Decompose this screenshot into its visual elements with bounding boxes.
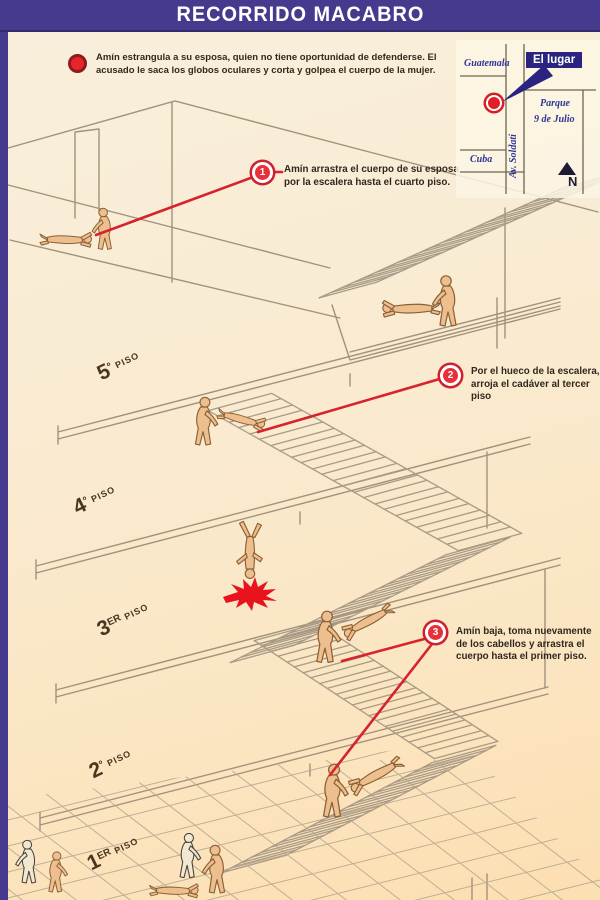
north-compass-icon [558, 162, 576, 175]
leader-lines [94, 170, 445, 777]
figure-man-5th-floor [194, 396, 219, 446]
street-label-cuba: Cuba [470, 154, 493, 165]
park-label-line2: 9 de Julio [534, 114, 575, 125]
left-border [0, 0, 8, 900]
note-3-number-icon: 3 [425, 622, 446, 643]
note-1-number-icon: 1 [252, 162, 273, 183]
intro-text: Amín estrangula a su esposa, quien no ti… [96, 52, 437, 76]
map-streets [460, 44, 596, 194]
intro-bullet-icon [68, 54, 87, 73]
figure-man-corridor [91, 207, 112, 250]
figure-man-landing [431, 275, 457, 327]
note-1-text: Amín arrastra el cuerpo de su esposa por… [284, 164, 459, 188]
map-pointer [502, 65, 553, 102]
location-target-icon [486, 95, 502, 111]
el-lugar-tag: El lugar [526, 52, 583, 68]
street-label-av-soldati: Av. Soldati [508, 134, 519, 178]
figure-victim-1st-floor [149, 883, 199, 899]
impact-burst [223, 577, 277, 611]
note-3-text: Amín baja, toma nuevamente de los cabell… [456, 626, 592, 663]
stair-flights [207, 177, 600, 874]
locator-map: Guatemala Av. Soldati Cuba Parque 9 de J… [456, 40, 600, 198]
figure-falling-body [236, 520, 263, 579]
note-2-text: Por el hueco de la escalera, arroja el c… [471, 366, 600, 403]
leader-line-2 [256, 376, 445, 434]
compass-n-label: N [568, 174, 578, 189]
leader-line-3a [340, 636, 430, 663]
figure-man-1st-floor [201, 844, 226, 894]
street-label-guatemala: Guatemala [464, 58, 510, 69]
page-title: RECORRIDO MACABRO [176, 3, 424, 26]
figure-bystander-1st-floor [179, 832, 202, 879]
title-bar: RECORRIDO MACABRO [0, 0, 600, 32]
leader-line-1 [94, 174, 258, 237]
park-label-line1: Parque [540, 98, 570, 109]
leader-line-3b [328, 642, 434, 777]
figures [15, 207, 457, 899]
note-2-number-icon: 2 [440, 365, 461, 386]
figure-victim-landing [381, 299, 441, 318]
figure-bystander-left [15, 839, 37, 884]
figure-victim-corridor [39, 231, 93, 248]
